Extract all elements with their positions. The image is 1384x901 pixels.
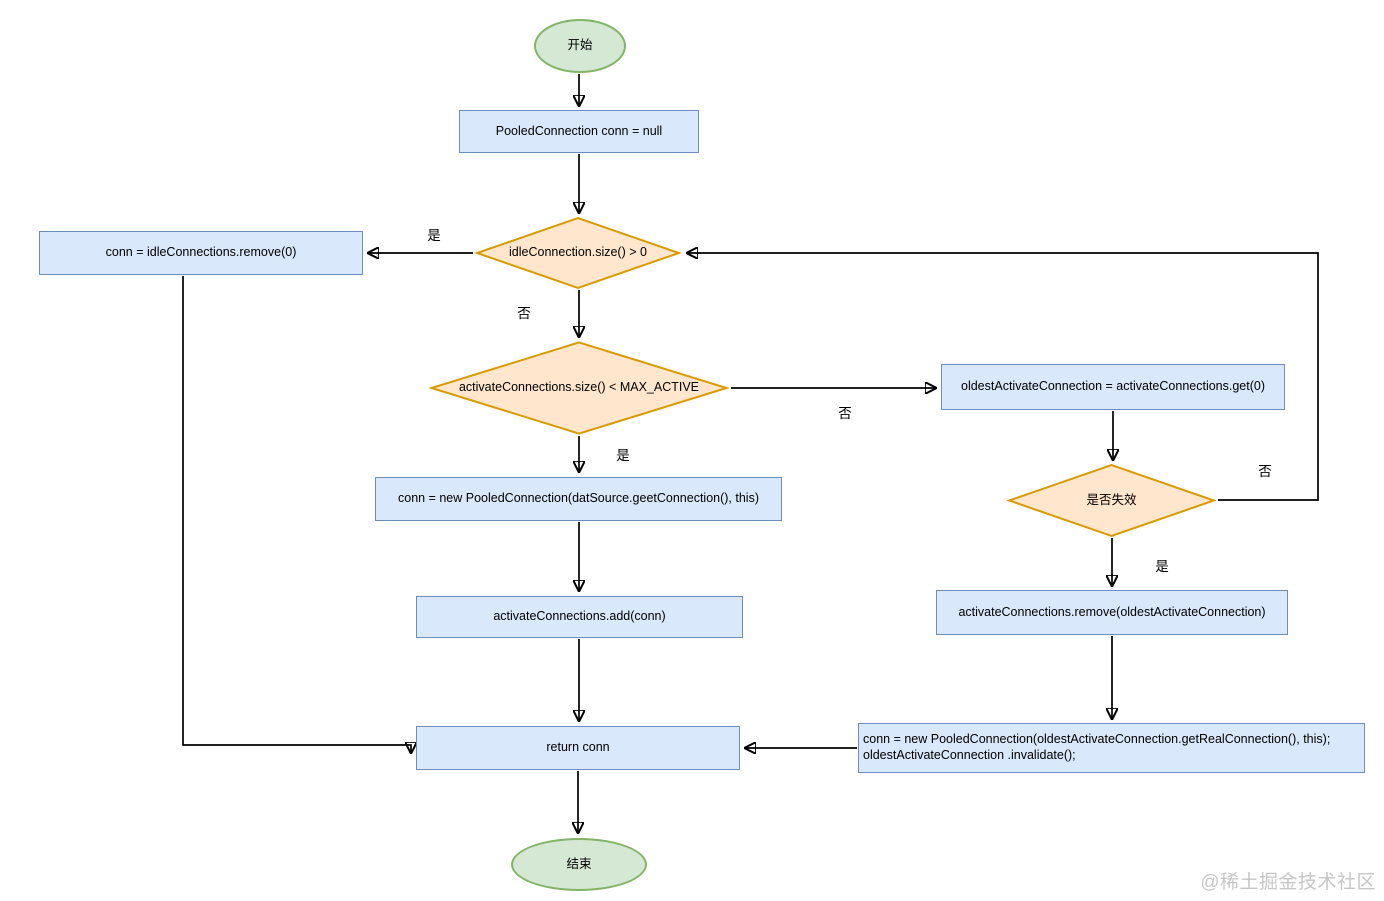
decision-idle-size-label: idleConnection.size() > 0	[509, 245, 647, 260]
watermark: @稀土掘金技术社区	[1200, 872, 1376, 893]
process-remove-oldest-label: activateConnections.remove(oldestActivat…	[958, 604, 1266, 619]
process-reuse-conn-label: conn = new PooledConnection(oldestActiva…	[863, 732, 1330, 763]
decision-max-active-label: activateConnections.size() < MAX_ACTIVE	[458, 380, 700, 395]
process-create-new: conn = new PooledConnection(datSource.ge…	[375, 477, 782, 521]
process-get-oldest: oldestActivateConnection = activateConne…	[941, 364, 1285, 410]
terminal-end-label: 结束	[566, 856, 592, 871]
diamond-shape	[1006, 464, 1217, 537]
process-return-conn-label: return conn	[546, 740, 610, 755]
process-remove-oldest: activateConnections.remove(oldestActivat…	[936, 590, 1288, 635]
diamond-shape	[474, 217, 682, 289]
edge-label-invalid-yes: 是	[1155, 559, 1169, 574]
edge-label-idle-no: 否	[517, 306, 531, 321]
process-add-active-label: activateConnections.add(conn)	[493, 609, 666, 624]
process-create-new-label: conn = new PooledConnection(datSource.ge…	[398, 491, 759, 506]
terminal-start-label: 开始	[567, 38, 593, 53]
process-remove-idle: conn = idleConnections.remove(0)	[39, 231, 363, 275]
process-reuse-conn: conn = new PooledConnection(oldestActiva…	[858, 723, 1365, 773]
edge-removeidle-to-return	[182, 276, 411, 752]
terminal-start: 开始	[534, 19, 626, 73]
decision-is-invalid: 是否失效	[1006, 464, 1217, 537]
edge-label-idle-yes: 是	[427, 228, 441, 243]
edge-checkinvalid-no-to-checkidle	[688, 253, 1319, 501]
decision-is-invalid-label: 是否失效	[1086, 492, 1137, 507]
process-init-conn: PooledConnection conn = null	[459, 110, 699, 153]
edge-label-max-active-no: 否	[838, 406, 852, 421]
decision-max-active: activateConnections.size() < MAX_ACTIVE	[427, 341, 731, 435]
diamond-shape	[427, 341, 731, 435]
process-add-active: activateConnections.add(conn)	[416, 596, 743, 638]
edge-label-invalid-no: 否	[1258, 464, 1272, 479]
process-remove-idle-label: conn = idleConnections.remove(0)	[105, 245, 297, 260]
process-init-conn-label: PooledConnection conn = null	[495, 123, 663, 138]
process-reuse-line2: oldestActivateConnection .invalidate();	[863, 748, 1076, 762]
terminal-end: 结束	[511, 838, 647, 891]
decision-idle-size: idleConnection.size() > 0	[474, 217, 682, 289]
edge-label-max-active-yes: 是	[616, 448, 630, 463]
process-return-conn: return conn	[416, 726, 740, 770]
process-get-oldest-label: oldestActivateConnection = activateConne…	[961, 379, 1265, 394]
process-reuse-line1: conn = new PooledConnection(oldestActiva…	[863, 732, 1331, 747]
